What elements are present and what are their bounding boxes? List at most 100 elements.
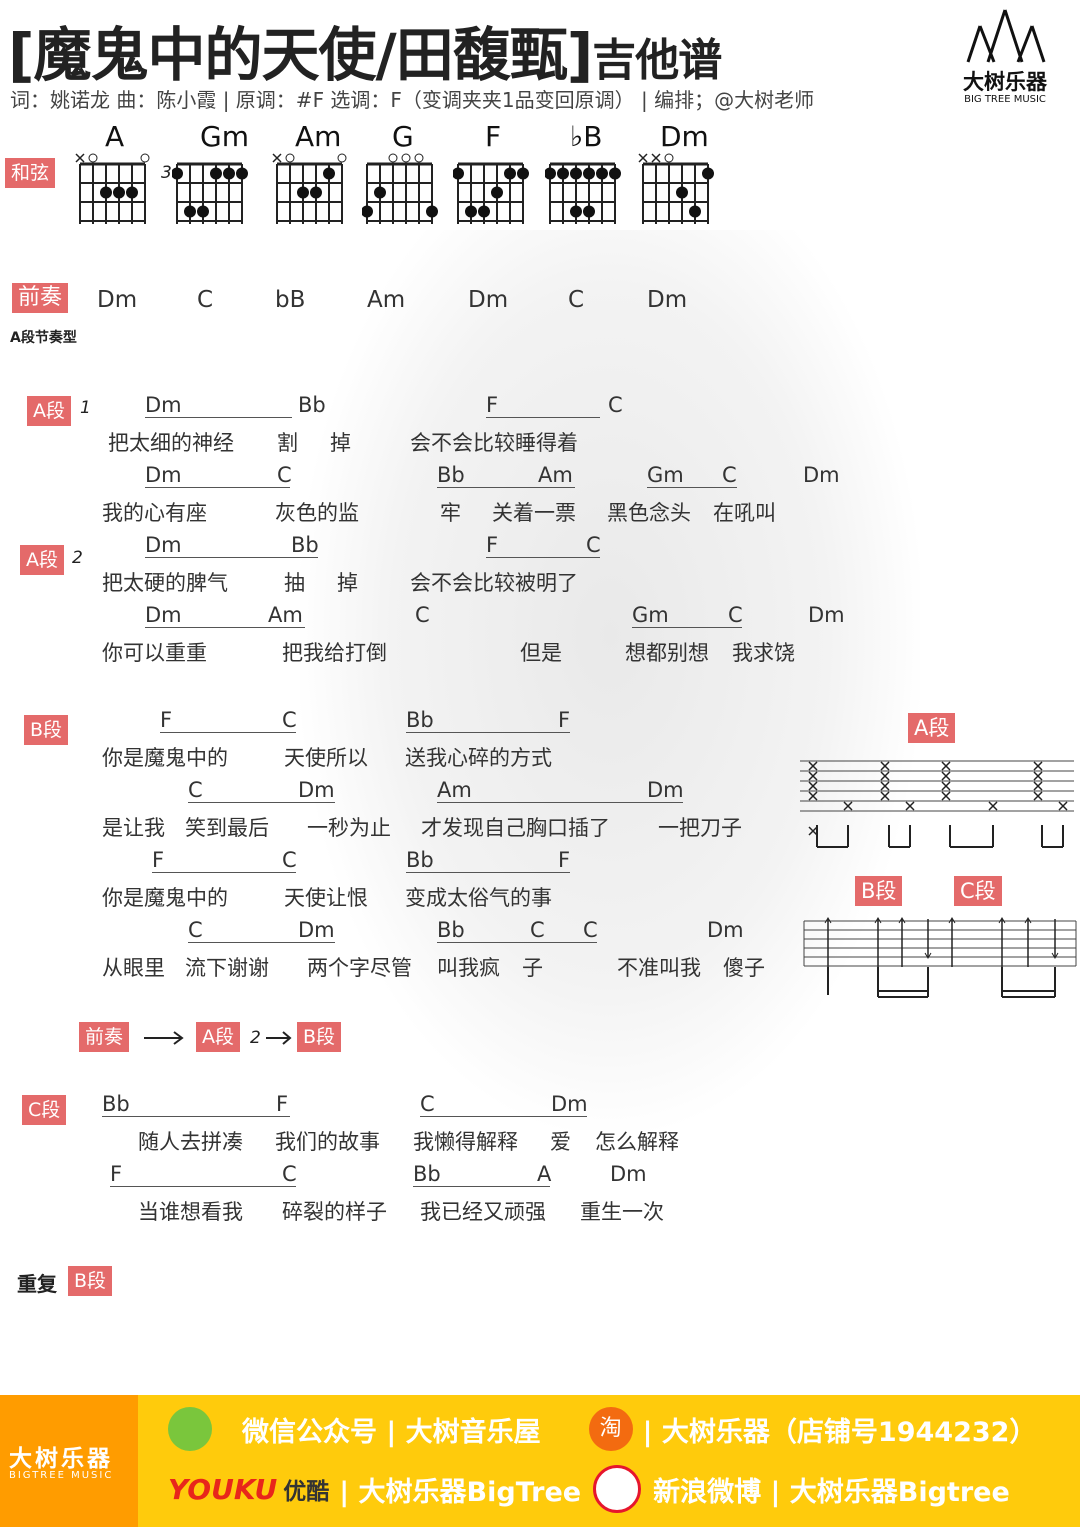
chord-diagram-♭B bbox=[545, 162, 621, 224]
song-meta: 词：姚诺龙 曲：陈小霞 | 原调：#F 选调：F（变调夹夹1品变回原调） | 编… bbox=[10, 88, 815, 112]
lyric-text: 你是魔鬼中的 bbox=[102, 746, 228, 770]
chord-span-line bbox=[413, 1186, 550, 1187]
section-c-badge: C段 bbox=[22, 1095, 67, 1125]
chord-label: C bbox=[282, 708, 297, 732]
lyric-text: 一秒为止 bbox=[307, 816, 391, 840]
chord-label: Am bbox=[268, 603, 303, 627]
chord-diagram-G bbox=[362, 153, 438, 224]
chord-diagram-Gm bbox=[172, 162, 248, 224]
lyric-text: 爱 bbox=[550, 1130, 571, 1154]
chord-label: F bbox=[152, 848, 165, 872]
lyric-text: 傻子 bbox=[723, 956, 765, 980]
chord-label: C bbox=[728, 603, 743, 627]
chord-label: F bbox=[276, 1092, 289, 1116]
finger-dot bbox=[570, 167, 582, 180]
lyric-text: 流下谢谢 bbox=[185, 956, 269, 980]
mute-x bbox=[75, 153, 85, 163]
lyric-text: 我的心有座 bbox=[102, 501, 207, 525]
chord-label: Am bbox=[538, 463, 573, 487]
wechat-text: 微信公众号 | 大树音乐屋 bbox=[242, 1416, 541, 1448]
lyric-text: 我求饶 bbox=[732, 641, 795, 665]
lyric-text: 天使所以 bbox=[284, 746, 368, 770]
finger-dot bbox=[689, 205, 701, 218]
chord-label: Bb bbox=[406, 708, 434, 732]
watermark bbox=[300, 230, 920, 1130]
chord-label: C bbox=[583, 918, 598, 942]
chord-span-line bbox=[647, 487, 737, 488]
lyric-text: 想都别想 bbox=[625, 641, 709, 665]
lyric-text: 叫我疯 bbox=[437, 956, 500, 980]
chord-label: C bbox=[722, 463, 737, 487]
mute-x bbox=[808, 761, 818, 771]
footer-row-2: YOUKU 优酷 | 大树乐器BigTree 新浪微博 | 大树乐器Bigtre… bbox=[168, 1465, 1010, 1513]
finger-dot bbox=[583, 205, 595, 218]
mute-x bbox=[880, 761, 890, 771]
lyric-text: 从眼里 bbox=[102, 956, 165, 980]
finger-dot bbox=[517, 167, 529, 180]
tree-logo-icon bbox=[966, 9, 1046, 63]
lyric-text: 我们的故事 bbox=[275, 1130, 380, 1154]
finger-dot bbox=[453, 167, 464, 180]
lyric-text: 两个字尽管 bbox=[307, 956, 412, 980]
lyric-text: 但是 bbox=[520, 641, 562, 665]
chord-span-line bbox=[486, 557, 600, 558]
mute-x bbox=[1033, 761, 1043, 771]
footer-banner: 大树乐器 BIGTREE MUSIC 微信公众号 | 大树音乐屋 淘 | 大树乐… bbox=[0, 1395, 1080, 1527]
finger-dot bbox=[184, 205, 196, 218]
chord-label: F bbox=[110, 1162, 123, 1186]
section-a2-badge: A段 bbox=[20, 545, 64, 575]
lyric-text: 会不会比较睡得着 bbox=[410, 431, 578, 455]
chord-label: Bb bbox=[437, 463, 465, 487]
chord-span-line bbox=[145, 557, 318, 558]
lyric-text: 把太细的神经 bbox=[108, 431, 234, 455]
lyric-text: 送我心碎的方式 bbox=[405, 746, 552, 770]
lyric-text: 怎么解释 bbox=[595, 1130, 679, 1154]
chord-span-line bbox=[188, 802, 335, 803]
finger-dot bbox=[297, 186, 309, 199]
chord-label: Dm bbox=[551, 1092, 588, 1116]
chord-label: Dm bbox=[298, 918, 335, 942]
chord-span-line bbox=[420, 1116, 587, 1117]
lyric-text: 掉 bbox=[330, 431, 351, 455]
mute-x bbox=[1058, 801, 1068, 811]
lyric-text: 割 bbox=[277, 431, 298, 455]
mute-x bbox=[905, 801, 915, 811]
lyric-text: 关着一票 bbox=[492, 501, 576, 525]
lyric-text: 灰色的监 bbox=[275, 501, 359, 525]
lyric-text: 我懒得解释 bbox=[413, 1130, 518, 1154]
chord-label: F bbox=[558, 848, 571, 872]
chord-name: F bbox=[485, 120, 502, 153]
lyric-text: 你可以重重 bbox=[102, 641, 207, 665]
chord-label: Dm bbox=[647, 778, 684, 802]
finger-dot bbox=[478, 205, 490, 218]
finger-dot bbox=[465, 205, 477, 218]
chord-name: Gm bbox=[200, 120, 249, 153]
lyric-text: 会不会比较被明了 bbox=[410, 571, 578, 595]
finger-dot bbox=[310, 186, 322, 199]
chord-label: Dm bbox=[145, 603, 182, 627]
chord-span-line bbox=[110, 1186, 296, 1187]
chord-name: A bbox=[105, 120, 125, 153]
mute-x bbox=[941, 761, 951, 771]
arrow-icon bbox=[266, 1031, 292, 1045]
lyric-text: 才发现自己胸口插了 bbox=[421, 816, 610, 840]
section-a2-number: 2 bbox=[72, 548, 83, 568]
intro-rhythm-label: A段节奏型 bbox=[10, 330, 77, 346]
chord-span-line bbox=[632, 627, 742, 628]
finger-dot bbox=[126, 186, 138, 199]
chord-label: F bbox=[558, 708, 571, 732]
chord-label: Gm bbox=[632, 603, 669, 627]
chord-span-line bbox=[145, 487, 290, 488]
chord-label: F bbox=[486, 533, 499, 557]
lyric-text: 把我给打倒 bbox=[282, 641, 387, 665]
finger-dot bbox=[596, 167, 608, 180]
finger-dot bbox=[583, 167, 595, 180]
chord-name: Dm bbox=[660, 120, 709, 153]
finger-dot bbox=[362, 205, 373, 218]
